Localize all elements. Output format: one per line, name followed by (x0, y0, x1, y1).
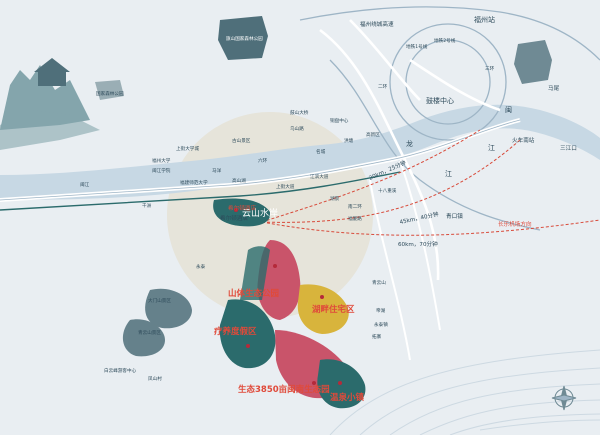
ring-roads (299, 6, 600, 231)
label-project-logo: 云山水岸 (242, 207, 278, 219)
decorative-waves (329, 349, 600, 435)
label-long: 龙 (406, 139, 413, 148)
left-islands (95, 80, 192, 357)
label-park1: 国家森林公园 (96, 90, 124, 97)
label-zone-garden: 生态3850亩闽南生态园 (238, 384, 330, 395)
label-hall: 永泰镇 (374, 321, 388, 328)
label-qingyun2: 青云山 (372, 279, 386, 286)
label-river-min: 闽 (505, 106, 512, 114)
label-metro-a: 地铁1号线 (406, 43, 428, 50)
label-sanjiangkou: 三江口 (560, 145, 577, 152)
label-xierquan: 希尔顿酒店 (220, 214, 248, 222)
label-jiangbin: 江滨大道 (310, 173, 329, 180)
label-train-south: 火车南站 (512, 136, 535, 144)
compass-icon (551, 385, 577, 411)
south-roads (369, 159, 441, 361)
label-river-jiang: 江 (488, 144, 495, 152)
label-jiang-left: 闽江 (80, 181, 90, 188)
label-school-b: 闽江学院 (152, 167, 171, 174)
label-gushan: 古山景区 (232, 137, 251, 144)
label-point-top: 希尔顿酒店 (228, 204, 256, 212)
label-highway-top: 福州绕城高速 (360, 20, 394, 28)
label-zone-lake: 湖畔住宅区 (312, 304, 355, 315)
label-bridge: 鼓山大桥 (290, 109, 309, 116)
min-river (0, 104, 600, 200)
label-metro-b: 地铁2号线 (434, 37, 456, 44)
label-zone-mountain: 山体生态公园 (228, 288, 279, 299)
label-center: 鼓楼中心 (426, 96, 454, 105)
label-baiyun: 白云峰游客中心 (104, 367, 137, 374)
label-road1: 南二环 (348, 203, 362, 210)
label-school-c: 福建师范大学 (180, 179, 208, 186)
label-feng: 凤山村 (148, 375, 162, 382)
label-tongxin: 铜盘中心 (330, 117, 349, 124)
label-shangjie: 上街大学城 (176, 145, 199, 152)
label-yong: 永泰 (196, 263, 206, 270)
label-junction: 十八重溪 (378, 187, 397, 194)
label-route3: 60km，70分钟 (398, 240, 438, 248)
label-qingyun: 青云山景区 (138, 329, 161, 336)
label-ring: 三环 (485, 66, 495, 72)
map-points (234, 208, 342, 385)
label-road2: 福厦路 (348, 215, 362, 222)
label-water: 湖景 (330, 195, 340, 202)
left-mountains (0, 65, 100, 150)
label-mawei: 马尾 (548, 84, 560, 92)
label-zone-resort: 温泉小镇 (330, 392, 365, 403)
label-gaoxin: 高新区 (366, 131, 380, 138)
zone-health (219, 299, 276, 369)
label-dihu: 帝湖 (376, 307, 386, 314)
forest-park-block (218, 16, 268, 60)
pavilion-icon (34, 58, 70, 86)
label-gaoshan: 高山湖 (232, 177, 246, 184)
label-changle: 长乐机场方向 (498, 220, 532, 228)
label-forest: 旗山国家森林公园 (226, 35, 263, 42)
label-ring2: 二环 (378, 84, 388, 90)
route-lines (261, 129, 600, 236)
label-qianzhou: 千洲 (142, 202, 152, 209)
label-tuozhai: 拓寨 (372, 333, 382, 340)
label-shangdao: 上街大道 (276, 183, 295, 190)
label-dashan: 大门山景区 (148, 297, 171, 304)
label-qingkou: 青口镇 (446, 212, 463, 220)
label-fuzhou-station: 福州站 (474, 15, 495, 24)
label-wuyi: 乌山路 (290, 125, 304, 132)
project-area (213, 198, 366, 409)
label-zone-health: 疗养度假区 (214, 326, 257, 337)
zone-lake (297, 284, 349, 334)
label-liu: 六环 (258, 157, 268, 164)
label-mingpai: 名城 (316, 148, 326, 155)
label-school-a: 福州大学 (152, 157, 171, 164)
label-hongtu: 洪塘 (344, 137, 354, 144)
label-mayang: 马洋 (212, 167, 222, 174)
label-jiang2: 江 (445, 170, 452, 178)
second-highway (0, 171, 401, 211)
top-right-block (514, 40, 552, 84)
